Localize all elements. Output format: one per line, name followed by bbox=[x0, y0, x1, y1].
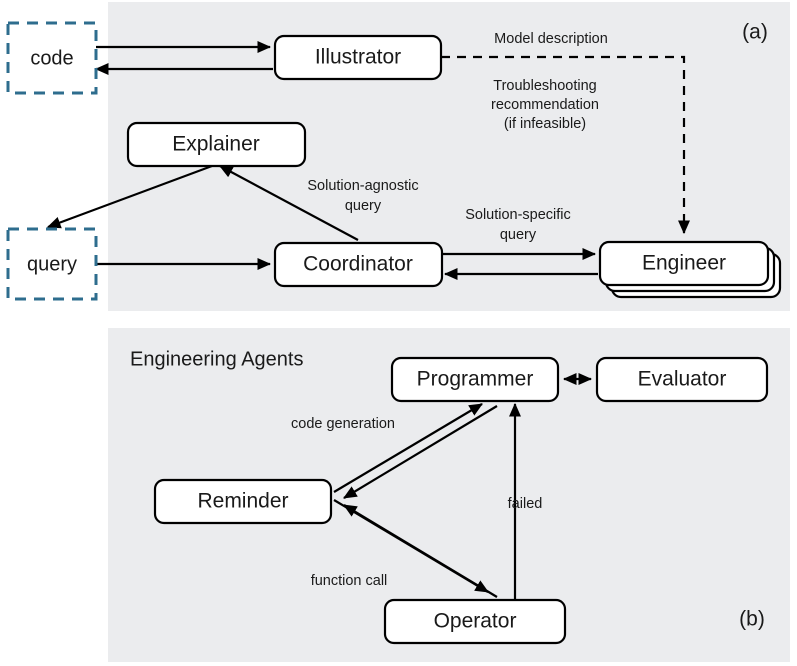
agent-node-operator[interactable]: Operator bbox=[383, 598, 567, 645]
io-node-query: query bbox=[6, 227, 98, 301]
io-node-code: code bbox=[6, 21, 98, 95]
edge-label-solution-specific-line1: Solution-specific bbox=[465, 207, 571, 223]
edge-reminder-to-operator bbox=[333, 499, 489, 593]
agent-node-reminder[interactable]: Reminder bbox=[153, 478, 333, 525]
io-node-query-label: query bbox=[27, 253, 77, 275]
edge-label-failed: failed bbox=[508, 496, 543, 512]
agent-node-explainer[interactable]: Explainer bbox=[126, 121, 307, 168]
edge-label-code-generation: code generation bbox=[291, 416, 395, 432]
edge-label-model-description: Model description bbox=[494, 31, 608, 47]
agent-node-reminder-label: Reminder bbox=[197, 490, 288, 513]
agent-node-coordinator-box[interactable] bbox=[273, 241, 444, 288]
agent-node-programmer-label: Programmer bbox=[417, 368, 534, 391]
edge-coordinator-to-explainer bbox=[219, 165, 359, 241]
agent-node-illustrator-label: Illustrator bbox=[315, 46, 401, 69]
agent-node-explainer-label: Explainer bbox=[172, 133, 260, 156]
edge-label-function-call: function call bbox=[311, 573, 388, 589]
io-node-code-box bbox=[6, 21, 98, 95]
agent-node-illustrator-box[interactable] bbox=[273, 34, 443, 81]
panel-a-tag: (a) bbox=[742, 21, 768, 44]
agent-node-coordinator[interactable]: Coordinator bbox=[273, 241, 444, 288]
agent-node-operator-box[interactable] bbox=[383, 598, 567, 645]
edge-label-troubleshooting-line2: recommendation bbox=[491, 97, 599, 113]
agent-node-illustrator[interactable]: Illustrator bbox=[273, 34, 443, 81]
edge-explainer-to-query bbox=[46, 164, 213, 229]
agent-node-engineer[interactable]: Engineer bbox=[598, 240, 782, 299]
io-node-code-label: code bbox=[30, 47, 73, 69]
agent-node-programmer[interactable]: Programmer bbox=[390, 356, 560, 403]
agent-node-explainer-box[interactable] bbox=[126, 121, 307, 168]
agent-node-evaluator-box[interactable] bbox=[595, 356, 769, 403]
edge-label-troubleshooting-line3: (if infeasible) bbox=[504, 116, 586, 132]
agent-node-engineer-box[interactable] bbox=[598, 240, 770, 287]
edge-reminder-to-programmer bbox=[333, 403, 483, 493]
agent-node-engineer-label: Engineer bbox=[642, 252, 726, 275]
io-node-query-box bbox=[6, 227, 98, 301]
panel-b-group-title: Engineering Agents bbox=[130, 348, 303, 370]
edge-programmer-to-reminder bbox=[343, 405, 498, 499]
agent-node-reminder-box[interactable] bbox=[153, 478, 333, 525]
edge-label-troubleshooting-line1: Troubleshooting bbox=[493, 78, 596, 94]
edge-label-solution-agnostic-line2: query bbox=[345, 198, 382, 214]
edge-label-solution-specific-line2: query bbox=[500, 227, 537, 243]
panel-b-tag: (b) bbox=[739, 608, 765, 631]
agent-node-evaluator-label: Evaluator bbox=[638, 368, 727, 391]
edge-label-solution-agnostic-line1: Solution-agnostic bbox=[307, 178, 418, 194]
agent-node-programmer-box[interactable] bbox=[390, 356, 560, 403]
edge-illustrator-to-engineer-dashed bbox=[441, 55, 691, 235]
agent-node-evaluator[interactable]: Evaluator bbox=[595, 356, 769, 403]
agent-node-coordinator-label: Coordinator bbox=[303, 253, 413, 276]
agent-node-operator-label: Operator bbox=[434, 610, 517, 633]
